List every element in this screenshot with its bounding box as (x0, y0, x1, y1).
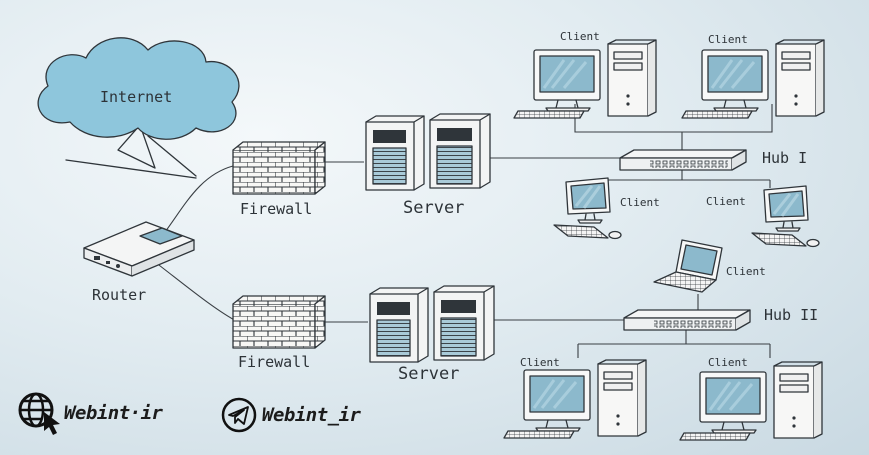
client-7-desktop: Client (678, 356, 824, 442)
client-3-workstation: Client (552, 176, 660, 240)
client-5-laptop: Client (653, 239, 766, 293)
hub-1-label: Hub I (762, 149, 807, 167)
server-bottom: Server (369, 285, 495, 384)
internet-label: Internet (100, 88, 172, 106)
server-bottom-label: Server (398, 364, 459, 384)
client-2-label: Client (708, 33, 748, 46)
client-7-label: Client (708, 356, 748, 369)
internet-cloud: Internet (37, 37, 240, 179)
client-4-workstation: Client (706, 184, 821, 248)
client-1-label: Client (560, 30, 600, 43)
client-3-label: Client (620, 196, 660, 209)
telegram-text: Webint_ir (262, 404, 361, 426)
client-6-desktop: Client (502, 356, 648, 440)
hub-2: Hub II (623, 306, 818, 331)
hub-1: Hub I (619, 149, 807, 171)
server-top: Server (365, 113, 491, 218)
firewall-bottom: Firewall (232, 295, 326, 371)
website-text: Webint·ir (64, 402, 163, 424)
globe-cursor-icon (18, 392, 60, 435)
client-2-desktop: Client (680, 33, 826, 120)
website-badge[interactable]: Webint·ir (16, 390, 163, 436)
router: Router (83, 221, 195, 304)
client-4-label: Client (706, 195, 746, 208)
firewall-top: Firewall (232, 141, 326, 218)
firewall-bottom-label: Firewall (238, 353, 310, 371)
telegram-badge[interactable]: Webint_ir (220, 396, 361, 434)
hub-2-label: Hub II (764, 306, 818, 324)
telegram-icon (221, 397, 257, 433)
client-6-label: Client (520, 356, 560, 369)
client-1-desktop: Client (512, 30, 658, 120)
router-label: Router (92, 286, 146, 304)
server-top-label: Server (403, 198, 464, 218)
firewall-top-label: Firewall (240, 200, 312, 218)
client-5-label: Client (726, 265, 766, 278)
